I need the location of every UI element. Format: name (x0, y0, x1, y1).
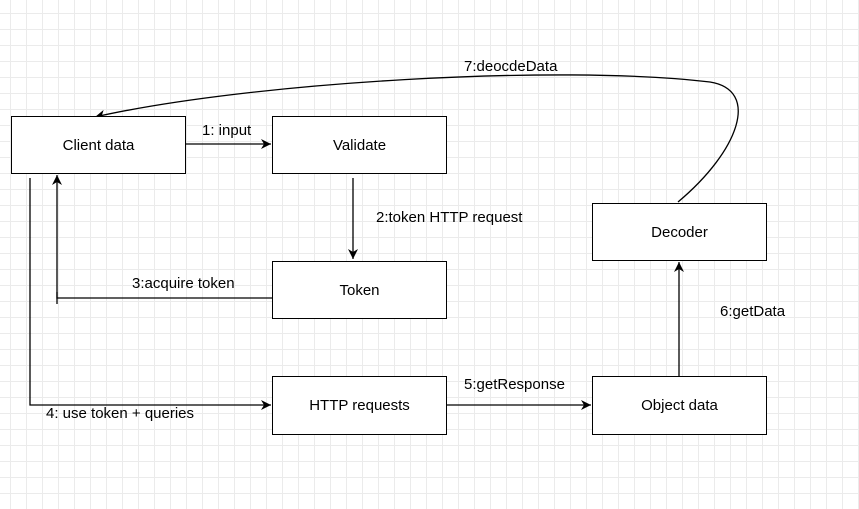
edge-5-label: 5:getResponse (464, 376, 565, 393)
edge-3-label: 3:acquire token (132, 275, 235, 292)
edge-1-label: 1: input (202, 122, 252, 139)
token-node[interactable]: Token (272, 261, 447, 319)
object-data-label: Object data (641, 397, 718, 414)
validate-label: Validate (332, 136, 387, 154)
edge-7-decode-data-arrow (94, 74, 739, 203)
edge-4-label: 4: use token + queries (46, 405, 195, 422)
edge-4-use-token-arrow (29, 178, 271, 410)
object-data-node[interactable]: Object data (592, 376, 767, 435)
decoder-label: Decoder (651, 223, 708, 241)
edge-6-label: 6:getData (720, 303, 786, 320)
token-label: Token (339, 281, 380, 299)
client-data-node[interactable]: Client data (11, 116, 186, 174)
edge-2-label: 2:token HTTP request (376, 209, 523, 226)
client-data-label: Client data (62, 136, 135, 154)
validate-node[interactable]: Validate (272, 116, 447, 174)
decoder-node[interactable]: Decoder (592, 203, 767, 261)
http-requests-node[interactable]: HTTP requests (272, 376, 447, 435)
edge-7-label: 7:deocdeData (464, 58, 558, 75)
http-requests-label: HTTP requests (309, 397, 410, 414)
